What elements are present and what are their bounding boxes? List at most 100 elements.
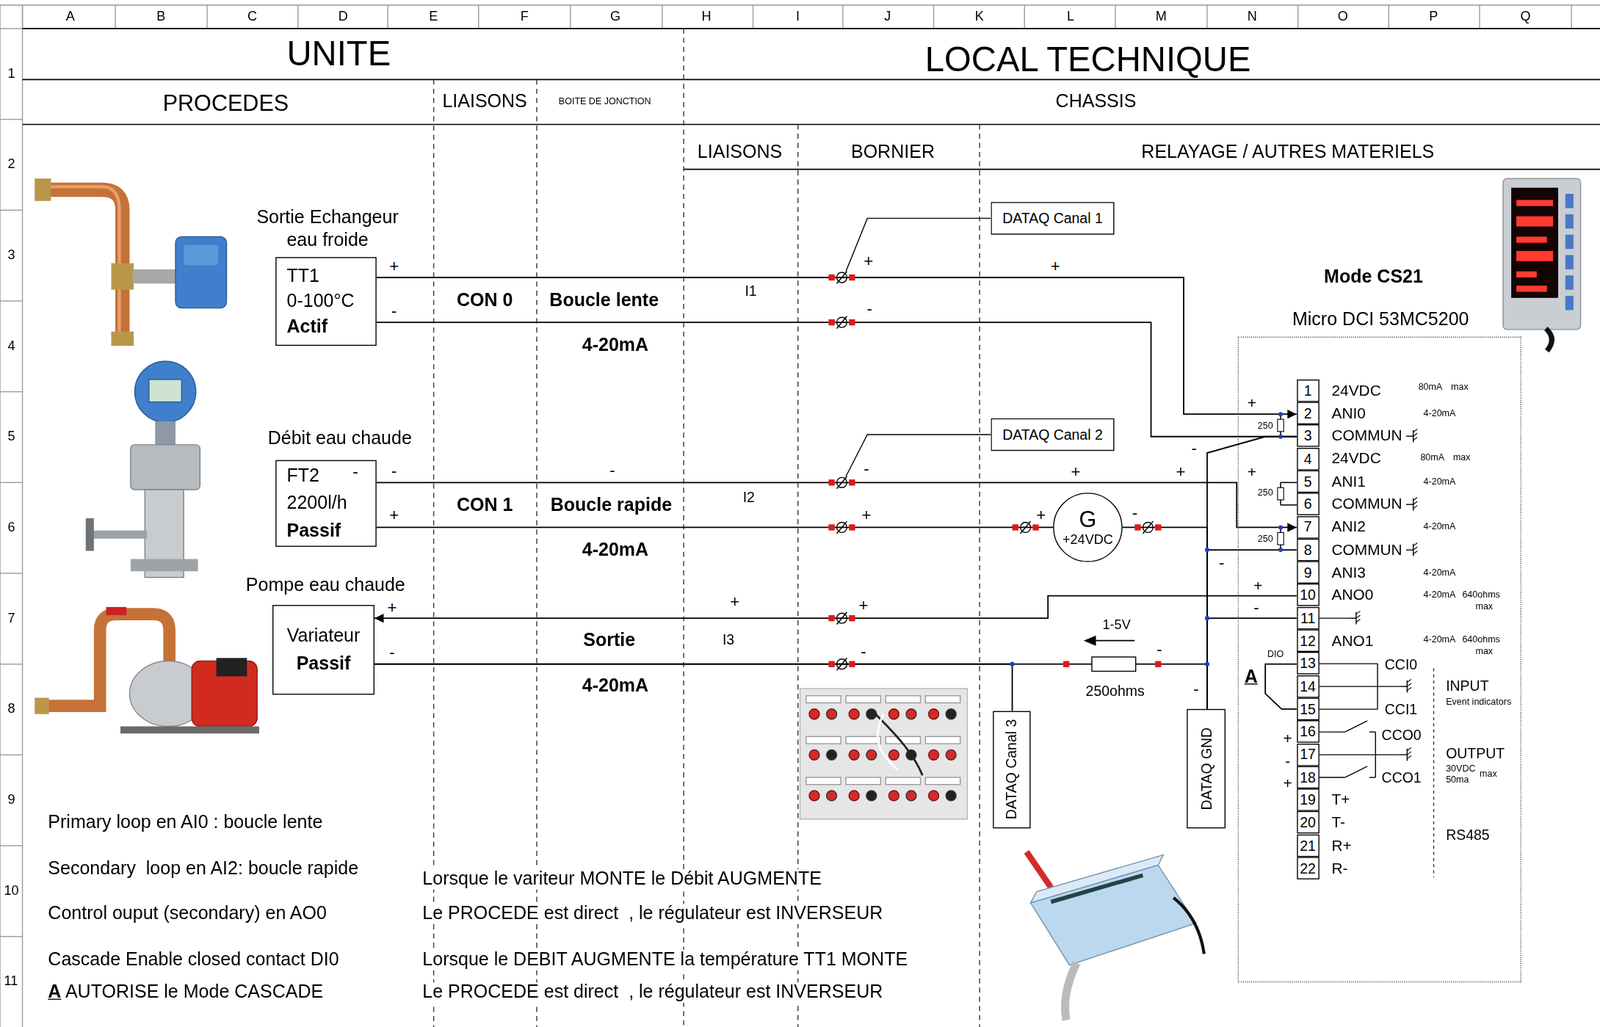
node-body: 19 [1297,790,1319,811]
panel-tag [925,777,960,785]
pipe-highlight [41,186,120,345]
terminal-number: 20 [1296,811,1320,835]
node-body: 22 [1297,858,1319,879]
jack [848,790,860,802]
panel-tag [845,736,881,744]
junction-dot [1278,525,1283,530]
node-body: 7 [1297,516,1319,538]
terminal-number: 18 [1296,765,1320,789]
panel-tag [806,736,841,744]
node-body: 2 [1297,403,1319,424]
node-body: DATAQ Canal 3 [994,712,1031,828]
jack [888,709,899,720]
polarity-sign: - [390,462,398,481]
node-body: DATAQ Canal 2 [992,419,1114,451]
zone-title: LIAISONS [441,91,528,113]
grid-line [1388,5,1390,29]
screen-segment [1516,271,1537,278]
patch-cord [875,714,923,776]
signal-wire [1207,549,1297,710]
resistor-value: 250 [1256,421,1274,432]
terminal-slash [1142,521,1153,534]
zone-title: BOITE DE JONCTION [557,96,653,108]
terminal-slash [837,657,848,671]
jack [809,749,820,760]
grid-line [0,391,23,393]
pin-name: ANI3 [1330,563,1367,581]
controller-key [1565,254,1574,269]
contact-name: CCO1 [1380,770,1423,786]
polarity-sign: - [1218,554,1226,573]
node-text: 17 [1299,746,1316,763]
spec-note: 4-20mA [1422,635,1457,647]
polarity-sign: + [1246,394,1258,412]
node-text: 18 [1299,768,1316,785]
terminal-number: 6 [1296,492,1320,516]
resistor-symbol [1091,657,1136,672]
terminal-clip [828,479,835,486]
terminal-number: 5 [1296,469,1320,493]
junction-dot [1278,547,1283,553]
node-body: 12 [1297,630,1319,652]
jack [945,709,957,720]
jack [928,749,940,760]
terminal-strip [1050,875,1143,902]
polarity-sign: + [386,599,398,617]
node-text: 7 [1304,519,1313,536]
node-text: 6 [1304,496,1313,513]
terminal-panel-photo [800,688,968,820]
dataq-channel-box: DATAQ Canal 3 [992,711,1031,830]
resistor-symbol [1277,419,1284,432]
loop-label: Sortie [582,630,637,652]
ground-symbol [1356,615,1361,619]
grid-line [1024,5,1026,29]
terminal-number: 10 [1296,583,1320,607]
ground-symbol [1400,685,1408,687]
column-letter: A [64,9,76,25]
note-text: Primary loop en AI0 : boucle lente [46,813,324,835]
panel-tag [885,777,921,785]
node-text: 0-100°C [286,288,354,315]
valve-handle [85,518,94,551]
module-body [1030,864,1197,965]
spec-note: 640ohms [1461,591,1501,602]
signal-wire [376,482,1297,528]
frame-line [683,168,1600,171]
ground-symbol [1348,617,1357,619]
terminal-box [216,657,248,677]
ground-symbol [1406,503,1414,505]
resistor-symbol [1277,487,1284,501]
pin-name: ANI1 [1330,472,1367,490]
dataq-ground-box: DATAQ GND [1186,709,1226,830]
jack [945,749,957,760]
junction-dot [1009,662,1015,667]
panel-tag [806,777,841,785]
junction-dot [1278,434,1283,440]
grid-line [22,5,23,1027]
signal-range: 4-20mA [580,541,650,562]
junction-dot [1204,547,1210,553]
copper-pipe [41,189,123,345]
panel-tag [925,696,960,704]
pin-name: T+ [1330,791,1352,809]
signal-wire [1265,664,1297,710]
terminal-number: 21 [1296,834,1320,857]
frame-line [22,79,1600,81]
pin-name: COMMUN [1330,541,1404,559]
wire-line [1369,776,1376,778]
terminal-number: 3 [1296,425,1320,448]
terminal-number: 19 [1296,788,1320,812]
node-body: 20 [1297,812,1319,834]
transmitter-head [134,361,196,423]
column-letter: B [155,9,167,25]
node-body: 9 [1297,562,1319,584]
thermowell [132,269,178,284]
wire-line [1319,731,1346,733]
controller-key [1565,275,1574,290]
terminal-clip [848,615,855,622]
note-text: AUTORISE le Mode CASCADE [64,982,325,1004]
jack [888,749,899,760]
terminal-number: 13 [1296,652,1320,675]
flange [130,559,199,573]
spec-note: 30VDC [1445,764,1477,775]
